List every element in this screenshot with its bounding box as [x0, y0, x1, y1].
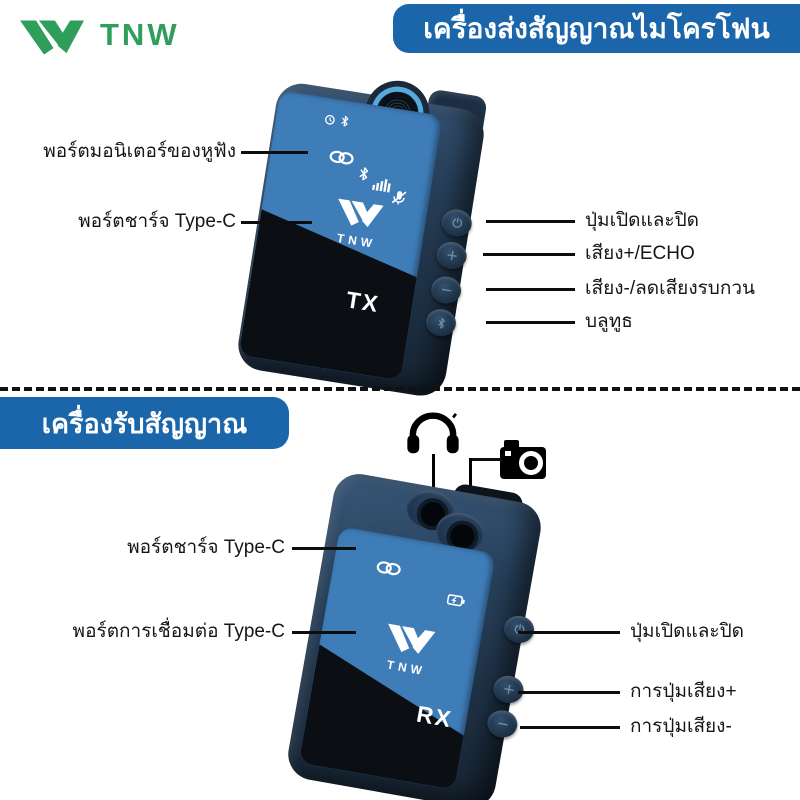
rx-label-power-button: ปุ่มเปิดและปิด	[630, 621, 744, 642]
tx-tnw-mark-icon	[333, 193, 384, 238]
bluetooth-icon	[356, 166, 370, 187]
tx-line-power	[486, 220, 575, 223]
rx-label-volume-down: การปุ่มเสียง-	[630, 716, 732, 737]
transmitter-banner: เครื่องส่งสัญญาณไมโครโฟน	[393, 4, 800, 53]
rx-volume-up-button	[491, 673, 526, 706]
tx-volume-up-echo-button	[434, 239, 469, 272]
camera-flash-detail	[505, 451, 511, 456]
rx-label-connection-port: พอร์ตการเชื่อมต่อ Type-C	[72, 621, 285, 642]
brand-logo: TNW	[20, 6, 195, 64]
tx-line-headphone-monitor	[241, 151, 308, 154]
tx-line-bluetooth	[486, 321, 575, 324]
section-divider	[0, 387, 800, 391]
link-icon	[374, 559, 403, 582]
camera-lens-detail	[519, 451, 543, 475]
rx-line-volume-up	[518, 691, 620, 694]
tx-label-volume-down-noise: เสียง-/ลดเสียงรบกวน	[585, 278, 756, 299]
camera-connector-line-h	[469, 458, 502, 461]
camera-icon	[500, 440, 546, 479]
rx-label-charging-port: พอร์ตชาร์จ Type-C	[127, 537, 285, 558]
tx-label-charging-port: พอร์ตชาร์จ Type-C	[78, 211, 236, 232]
tx-line-volume-down	[486, 288, 575, 291]
transmitter-device: TNW TX	[234, 80, 489, 402]
clock-icon	[323, 112, 337, 131]
volume-bars-icon	[371, 176, 392, 199]
tx-device-label: TX	[344, 286, 382, 318]
tx-label-power-button: ปุ่มเปิดและปิด	[585, 210, 699, 231]
tx-volume-down-noise-button	[429, 274, 464, 306]
rx-line-connection-port	[292, 631, 356, 634]
rx-line-power	[518, 631, 620, 634]
rx-tnw-mark-icon	[382, 617, 436, 665]
tx-bluetooth-button	[424, 306, 458, 339]
headphones-connector-line	[432, 454, 435, 508]
rx-line-volume-down	[520, 726, 620, 729]
rx-line-charging-port	[292, 547, 356, 550]
tx-line-charging-port	[241, 221, 312, 224]
tx-label-volume-up-echo: เสียง+/ECHO	[585, 243, 695, 264]
mic-mute-icon	[390, 189, 407, 211]
tnw-logo-mark-icon	[20, 20, 84, 55]
rx-volume-down-button	[485, 708, 520, 740]
brand-logo-text: TNW	[100, 17, 180, 52]
rx-label-volume-up: การปุ่มเสียง+	[630, 681, 737, 702]
tx-power-button	[439, 207, 474, 239]
tx-line-volume-up	[483, 253, 575, 256]
receiver-device: TNW RX	[283, 470, 548, 800]
receiver-banner: เครื่องรับสัญญาณ	[0, 397, 289, 449]
link-icon	[327, 149, 356, 172]
tx-label-headphone-monitor-port: พอร์ตมอนิเตอร์ของหูฟัง	[43, 141, 236, 162]
tx-device-screen: TNW TX	[238, 90, 443, 381]
battery-charge-icon	[445, 592, 466, 613]
headphones-icon	[404, 412, 462, 461]
rx-device-screen: TNW RX	[298, 526, 496, 791]
tx-label-bluetooth: บลูทูธ	[585, 311, 633, 332]
bluetooth-small-icon	[339, 114, 351, 133]
